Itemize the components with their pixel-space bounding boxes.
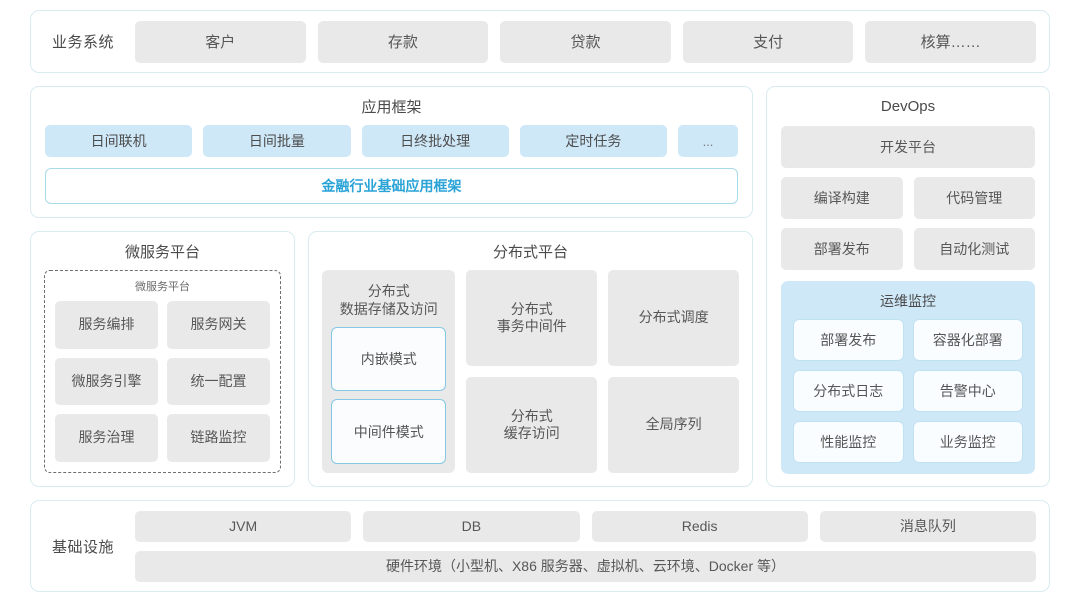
devops-dev-platform[interactable]: 开发平台 [781, 126, 1035, 168]
distributed-item-global-sequence[interactable]: 全局序列 [608, 377, 739, 473]
distributed-storage-modes: 内嵌模式 中间件模式 [331, 326, 447, 464]
platform-row: 微服务平台 微服务平台 服务编排 服务网关 微服务引擎 统一配置 服务治理 链路… [30, 231, 753, 487]
infrastructure-panel: 基础设施 JVM DB Redis 消息队列 硬件环境（小型机、X86 服务器、… [30, 500, 1050, 592]
devops-pair-row: 部署发布 自动化测试 [781, 228, 1035, 270]
infrastructure-label: 基础设施 [51, 538, 114, 556]
microservice-items-grid: 服务编排 服务网关 微服务引擎 统一配置 服务治理 链路监控 [55, 301, 270, 462]
storage-mode-embedded[interactable]: 内嵌模式 [331, 326, 447, 392]
microservice-item[interactable]: 统一配置 [167, 357, 270, 406]
microservice-item[interactable]: 服务治理 [55, 414, 158, 462]
ops-monitor-panel: 运维监控 部署发布 容器化部署 分布式日志 告警中心 性能监控 业务监控 [781, 281, 1035, 474]
app-framework-tags: 日间联机 日间批量 日终批处理 定时任务 ... [45, 125, 738, 157]
distributed-platform-panel: 分布式平台 分布式 数据存储及访问 内嵌模式 中间件模式 [308, 231, 753, 487]
microservice-item[interactable]: 链路监控 [167, 414, 270, 462]
microservice-item[interactable]: 服务网关 [167, 301, 270, 349]
app-framework-tag[interactable]: 日间批量 [203, 125, 351, 157]
devops-item-auto-test[interactable]: 自动化测试 [913, 228, 1035, 270]
infrastructure-item-jvm[interactable]: JVM [135, 510, 352, 542]
distributed-storage-title-line2: 数据存储及访问 [339, 300, 438, 317]
microservice-item[interactable]: 微服务引擎 [55, 357, 158, 406]
line1: 分布式 [510, 407, 553, 424]
line1: 分布式 [510, 300, 553, 317]
ops-monitor-title: 运维监控 [880, 293, 936, 309]
infrastructure-hardware-environment[interactable]: 硬件环境（小型机、X86 服务器、虚拟机、云环境、Docker 等） [135, 550, 1036, 582]
app-framework-tag[interactable]: 日终批处理 [361, 125, 509, 157]
devops-item-code-management[interactable]: 代码管理 [913, 177, 1035, 219]
app-framework-base-box[interactable]: 金融行业基础应用框架 [45, 168, 738, 204]
infrastructure-item-redis[interactable]: Redis [591, 510, 808, 542]
app-framework-panel: 应用框架 日间联机 日间批量 日终批处理 定时任务 ... 金融行业基础应用框架 [30, 86, 753, 218]
app-framework-tag[interactable]: 日间联机 [45, 125, 193, 157]
business-system-item[interactable]: 客户 [135, 20, 306, 63]
devops-title: DevOps [880, 98, 936, 115]
storage-mode-middleware[interactable]: 中间件模式 [331, 399, 447, 464]
microservice-item[interactable]: 服务编排 [55, 301, 158, 349]
middle-left-column: 应用框架 日间联机 日间批量 日终批处理 定时任务 ... 金融行业基础应用框架… [30, 86, 753, 487]
distributed-item-text: 分布式 缓存访问 [504, 408, 560, 443]
distributed-items-grid: 分布式 数据存储及访问 内嵌模式 中间件模式 分布式 事务中间件 [322, 270, 739, 473]
ops-item-container-deploy[interactable]: 容器化部署 [912, 319, 1023, 361]
distributed-item-text: 分布式 事务中间件 [497, 301, 567, 336]
ops-item-deploy[interactable]: 部署发布 [793, 319, 904, 361]
business-system-item[interactable]: 贷款 [500, 20, 671, 63]
business-system-item[interactable]: 核算…… [865, 20, 1036, 63]
business-system-item[interactable]: 存款 [317, 20, 489, 63]
business-systems-panel: 业务系统 客户 存款 贷款 支付 核算…… [30, 10, 1050, 73]
ops-item-business-monitor[interactable]: 业务监控 [912, 421, 1023, 463]
infrastructure-item-message-queue[interactable]: 消息队列 [819, 510, 1036, 542]
ops-monitor-grid: 部署发布 容器化部署 分布式日志 告警中心 性能监控 业务监控 [793, 319, 1023, 463]
distributed-storage-block[interactable]: 分布式 数据存储及访问 内嵌模式 中间件模式 [322, 270, 456, 473]
devops-item-build[interactable]: 编译构建 [781, 177, 903, 219]
business-systems-items: 客户 存款 贷款 支付 核算…… [135, 20, 1036, 63]
line2: 事务中间件 [496, 318, 567, 334]
infrastructure-content: JVM DB Redis 消息队列 硬件环境（小型机、X86 服务器、虚拟机、云… [135, 510, 1036, 582]
app-framework-tag-more[interactable]: ... [678, 125, 738, 157]
distributed-item-cache[interactable]: 分布式 缓存访问 [466, 377, 598, 473]
business-system-item[interactable]: 支付 [682, 20, 854, 63]
devops-item-deploy[interactable]: 部署发布 [781, 228, 903, 270]
microservice-platform-title: 微服务平台 [124, 244, 200, 261]
ops-item-performance-monitor[interactable]: 性能监控 [793, 421, 904, 463]
middle-area: 应用框架 日间联机 日间批量 日终批处理 定时任务 ... 金融行业基础应用框架… [30, 86, 1050, 487]
line2: 缓存访问 [503, 425, 560, 441]
distributed-item-transaction[interactable]: 分布式 事务中间件 [466, 270, 598, 366]
distributed-storage-title: 分布式 数据存储及访问 [331, 279, 446, 327]
app-framework-tag[interactable]: 定时任务 [519, 125, 667, 157]
infrastructure-components: JVM DB Redis 消息队列 [135, 510, 1036, 542]
microservice-platform-panel: 微服务平台 微服务平台 服务编排 服务网关 微服务引擎 统一配置 服务治理 链路… [30, 231, 295, 487]
devops-panel: DevOps 开发平台 编译构建 代码管理 部署发布 自动化测试 运维监控 部署… [766, 86, 1050, 487]
microservice-inner-title: 微服务平台 [135, 281, 190, 293]
app-framework-title: 应用框架 [361, 99, 422, 116]
distributed-item-scheduling[interactable]: 分布式调度 [608, 270, 739, 366]
devops-pair-row: 编译构建 代码管理 [781, 177, 1035, 219]
ops-item-distributed-log[interactable]: 分布式日志 [793, 370, 904, 412]
distributed-storage-title-line1: 分布式 [367, 283, 410, 299]
business-systems-label: 业务系统 [51, 34, 114, 51]
distributed-platform-title: 分布式平台 [492, 244, 568, 261]
microservice-inner-box: 微服务平台 服务编排 服务网关 微服务引擎 统一配置 服务治理 链路监控 [44, 270, 281, 473]
infrastructure-item-db[interactable]: DB [363, 510, 580, 542]
ops-item-alert-center[interactable]: 告警中心 [912, 370, 1023, 412]
